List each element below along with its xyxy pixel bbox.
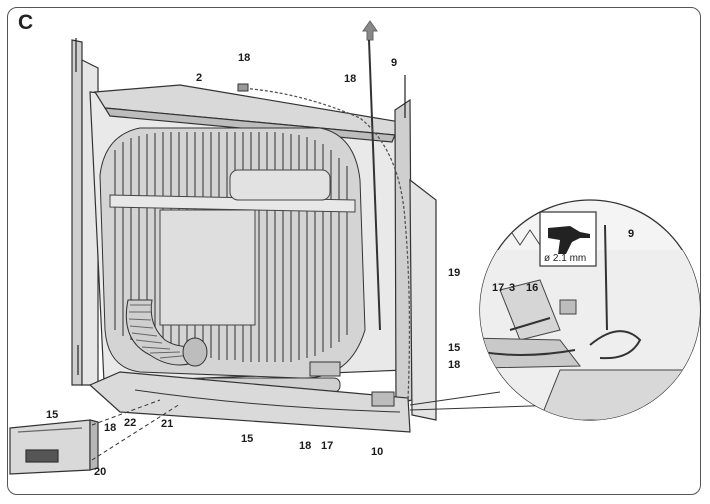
callout-17-bottom: 17 xyxy=(321,440,334,452)
callout-20: 20 xyxy=(94,466,107,478)
callout-15-detail: 15 xyxy=(448,342,461,354)
left-side-panel xyxy=(71,38,99,386)
right-side-panel xyxy=(394,75,437,421)
cable-plug xyxy=(237,83,249,92)
callout-18-right: 18 xyxy=(344,73,357,85)
tray-wire xyxy=(134,389,401,413)
callout-18-bottom: 18 xyxy=(299,440,312,452)
ignition-connector xyxy=(371,391,395,407)
callout-21: 21 xyxy=(161,418,174,430)
drill-icon xyxy=(539,211,597,267)
callout-9-detail: 9 xyxy=(628,228,635,240)
base-tray xyxy=(88,371,411,433)
figure-frame xyxy=(7,7,701,495)
assembly-lines xyxy=(91,399,181,461)
control-unit xyxy=(9,419,99,475)
callout-2: 2 xyxy=(196,72,203,84)
electrode-rod xyxy=(368,39,381,331)
detail-view xyxy=(479,199,701,421)
callout-15-left: 15 xyxy=(46,409,59,421)
callout-3-detail: 3 xyxy=(509,282,516,294)
ignition-cable xyxy=(239,87,411,401)
heat-exchanger xyxy=(99,127,366,379)
panel-letter: C xyxy=(18,11,34,34)
callout-15-bottom: 15 xyxy=(241,433,254,445)
callout-22: 22 xyxy=(124,417,137,429)
callout-17-detail: 17 xyxy=(492,282,505,294)
callout-18-top: 18 xyxy=(238,52,251,64)
callout-9: 9 xyxy=(391,57,398,69)
flexible-hose xyxy=(125,299,208,367)
callout-18-left: 18 xyxy=(104,422,117,434)
callout-18-detail: 18 xyxy=(448,359,461,371)
callout-16-detail: 16 xyxy=(526,282,539,294)
arrow-up-icon xyxy=(362,20,378,41)
callout-10: 10 xyxy=(371,446,384,458)
drill-diameter-label: ø 2.1 mm xyxy=(544,253,587,264)
callout-19: 19 xyxy=(448,267,461,279)
